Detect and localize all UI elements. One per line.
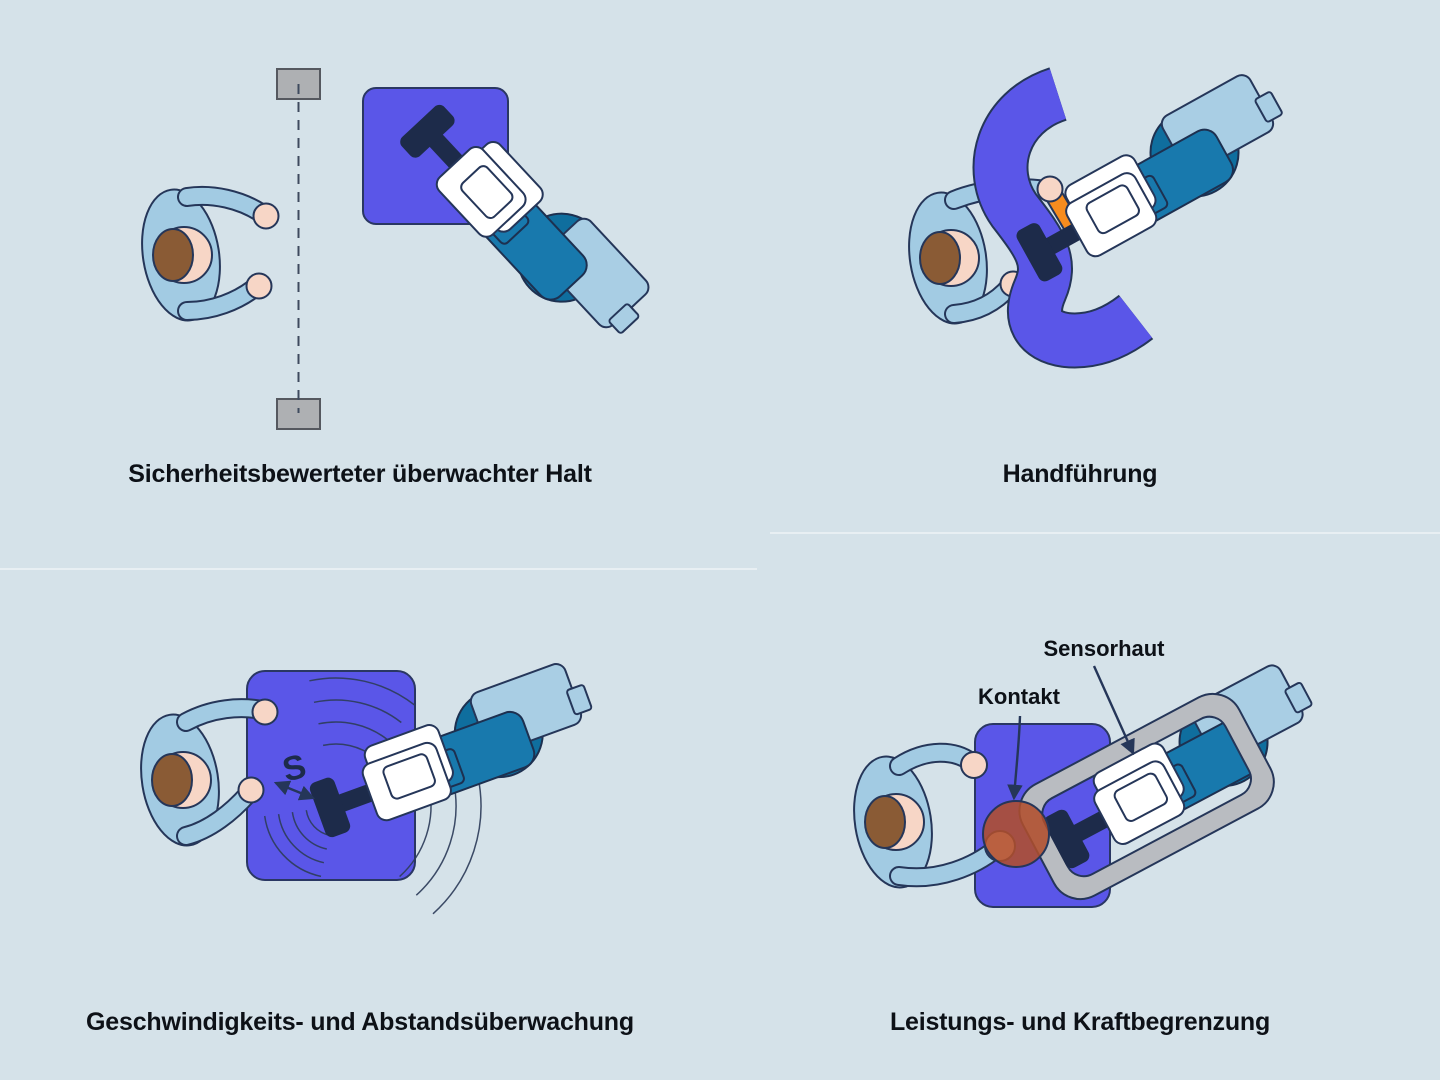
quadrant-speed-separation: S [131, 656, 606, 915]
worker-arms [177, 185, 280, 321]
sensor-skin-arrow [1092, 665, 1135, 756]
light-barrier-sensor-bottom [276, 398, 321, 430]
worker-hand [237, 776, 265, 804]
caption-power-force: Leistungs- und Kraftbegrenzung [889, 1008, 1271, 1036]
person-worker [132, 182, 280, 328]
worker-hand [251, 698, 279, 726]
sensor-skin-label: Sensorhaut [1043, 636, 1165, 661]
tile-seam-left [0, 568, 757, 570]
worker-hand-on-handle [1036, 175, 1064, 203]
worker-hand [252, 202, 280, 230]
contact-label: Kontakt [978, 684, 1061, 709]
quadrant-hand-guiding [899, 64, 1301, 369]
contact-arrow [1007, 715, 1023, 801]
separation-distance-arrow [273, 780, 316, 801]
worker-arms [176, 698, 279, 846]
caption-speed-separation: Geschwindigkeits- und Abstandsüberwachun… [86, 1008, 634, 1036]
caption-safety-stop: Sicherheitsbewerteter überwachter Halt [128, 460, 592, 488]
quadrant-power-force: Sensorhaut Kontakt [844, 636, 1330, 908]
caption-hand-guiding: Handführung [1002, 460, 1158, 488]
contact-zone [982, 800, 1050, 868]
person-worker [131, 698, 279, 853]
worker-hand [960, 751, 988, 779]
tile-seam-right [770, 532, 1440, 534]
quadrant-safety-stop [132, 68, 662, 430]
worker-hand [245, 272, 273, 300]
